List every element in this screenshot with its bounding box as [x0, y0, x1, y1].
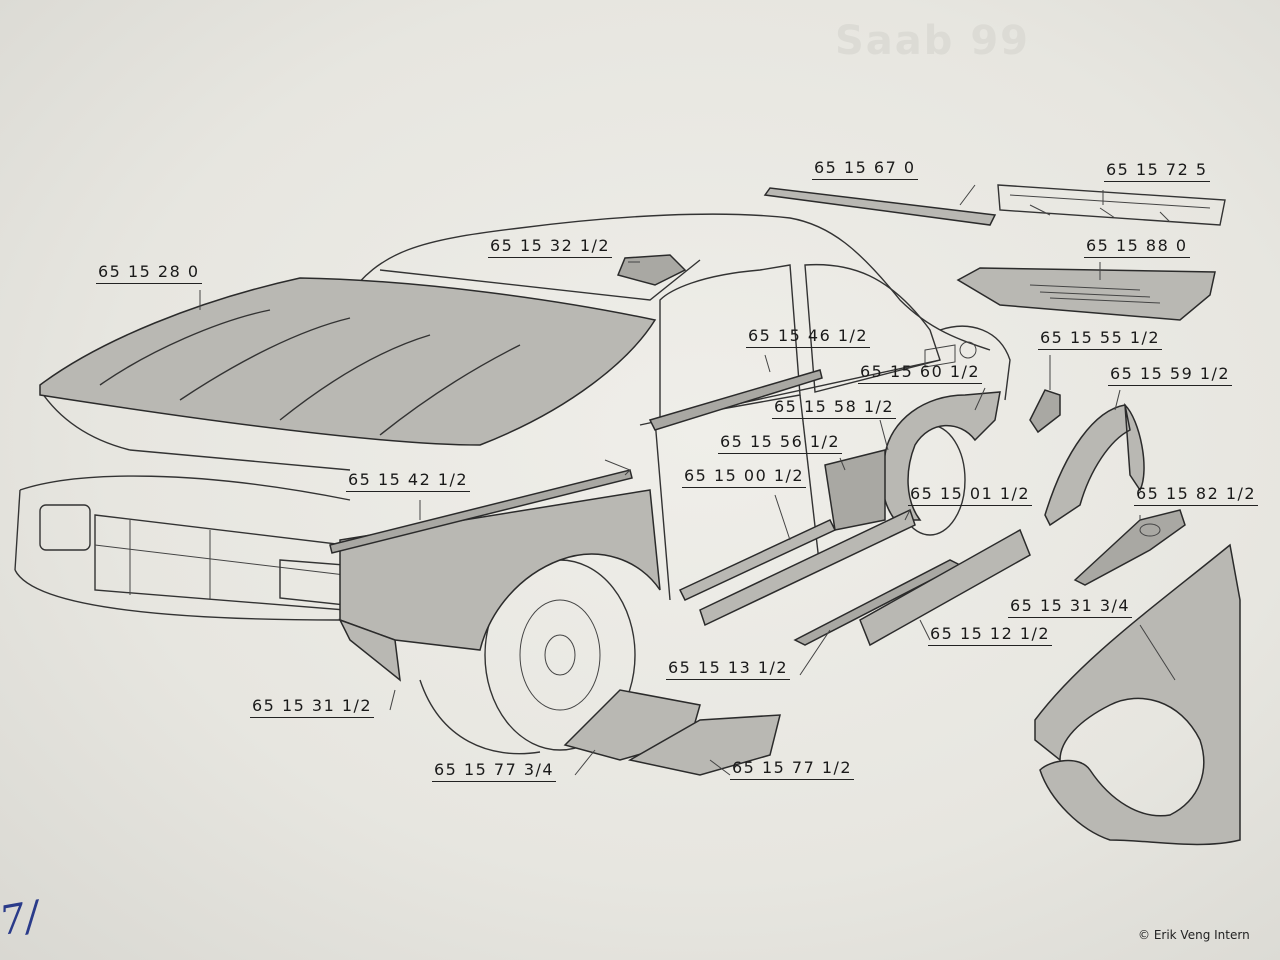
label-rocker-patch: 65 15 56 1/2 [718, 432, 843, 454]
label-sill-channel: 65 15 13 1/2 [666, 658, 791, 680]
label-floor-right: 65 15 77 1/2 [730, 758, 855, 780]
label-sill-inner: 65 15 01 1/2 [908, 484, 1033, 506]
strip-bracket [604, 459, 631, 476]
sill-outer-part [678, 519, 837, 601]
label-trunk-floor: 65 15 88 0 [1084, 236, 1190, 258]
label-front-wing-left: 65 15 31 1/2 [250, 696, 375, 718]
label-sill-outer: 65 15 00 1/2 [682, 466, 807, 488]
frame-kit-part [997, 184, 1226, 226]
label-front-wing-right: 65 15 31 3/4 [1008, 596, 1133, 618]
roof-rail-part [763, 187, 997, 226]
car-body-outline [14, 213, 1011, 755]
label-rear-arch: 65 15 60 1/2 [858, 362, 983, 384]
label-cowl-vent: 65 15 32 1/2 [488, 236, 613, 258]
faded-header-text: Saab 99 [835, 18, 1031, 64]
front-wing-lower-part [338, 618, 401, 682]
front-wing-left-part [339, 489, 661, 651]
rear-arch-part [881, 391, 1001, 521]
leader-lines [199, 184, 1176, 776]
trunk-floor-part [956, 267, 1216, 321]
door-strip-part [648, 369, 823, 431]
label-floor-left: 65 15 77 3/4 [432, 760, 557, 782]
label-rear-bracket: 65 15 82 1/2 [1134, 484, 1259, 506]
label-wheel-arch: 65 15 59 1/2 [1108, 364, 1233, 386]
label-rear-corner: 65 15 55 1/2 [1038, 328, 1163, 350]
rear-corner-part [1029, 389, 1061, 434]
handwritten-page-mark: 7/ [0, 892, 43, 946]
label-roof-rail: 65 15 67 0 [812, 158, 918, 180]
label-sill-lower: 65 15 12 1/2 [928, 624, 1053, 646]
rear-bracket-part [1073, 509, 1186, 586]
sill-lower-part [859, 528, 1031, 647]
wheel-arch-part [1044, 403, 1145, 527]
label-frame-kit: 65 15 72 5 [1104, 160, 1210, 182]
front-wing-right-part [1034, 543, 1241, 846]
label-arch-panel: 65 15 58 1/2 [772, 397, 897, 419]
rocker-patch-part [824, 449, 886, 531]
floor-right-part [627, 714, 781, 776]
sill-inner-part [699, 508, 916, 627]
hood-part [39, 277, 657, 446]
label-door-strip: 65 15 46 1/2 [746, 326, 871, 348]
label-hood: 65 15 28 0 [96, 262, 202, 284]
front-wing-strip-part [329, 469, 633, 554]
copyright-text: © Erik Veng Intern [1138, 928, 1250, 942]
label-front-wing-strip: 65 15 42 1/2 [346, 470, 471, 492]
